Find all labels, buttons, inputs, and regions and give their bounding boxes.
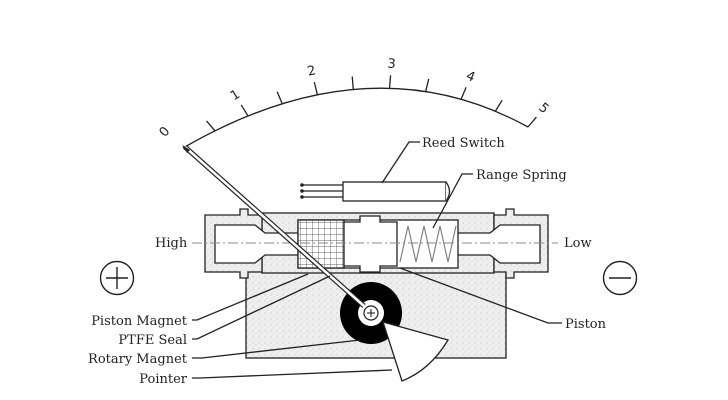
scale-label: 2 — [306, 63, 318, 80]
range-spring — [399, 225, 457, 263]
major-tick — [388, 75, 392, 89]
scale-label: 5 — [535, 100, 551, 117]
scale-label: 1 — [228, 87, 243, 104]
piston-magnet — [297, 219, 345, 269]
scale: 0 1 2 3 4 5 — [157, 57, 551, 149]
minor-tick — [206, 120, 216, 132]
piston — [343, 215, 398, 273]
scale-arc — [182, 87, 529, 149]
high-port-label: High — [155, 236, 188, 251]
low-port-label: Low — [564, 236, 592, 251]
minor-tick — [351, 76, 354, 90]
ptfe-seal-label: PTFE Seal — [118, 333, 187, 348]
leader-lines — [192, 141, 562, 379]
rotary-magnet-label: Rotary Magnet — [88, 352, 188, 367]
piston-magnet-label: Piston Magnet — [91, 314, 188, 329]
reed-switch-label: Reed Switch — [422, 136, 505, 151]
minor-tick — [425, 78, 430, 92]
minor-tick — [276, 91, 283, 105]
scale-label: 0 — [157, 124, 174, 140]
positive-terminal-icon — [99, 260, 135, 296]
major-tick — [313, 82, 319, 95]
major-tick — [240, 104, 249, 117]
pointer — [182, 145, 449, 382]
major-tick — [527, 116, 537, 128]
scale-label: 4 — [464, 69, 477, 86]
reed-switch — [300, 181, 451, 202]
range-spring-label: Range Spring — [476, 168, 567, 183]
piston-label: Piston — [565, 317, 607, 332]
negative-terminal-icon — [602, 260, 638, 296]
minor-tick — [494, 99, 503, 112]
major-tick — [460, 87, 467, 100]
pointer-label: Pointer — [139, 372, 187, 387]
tube-housing — [192, 208, 558, 279]
scale-label: 3 — [387, 57, 396, 73]
